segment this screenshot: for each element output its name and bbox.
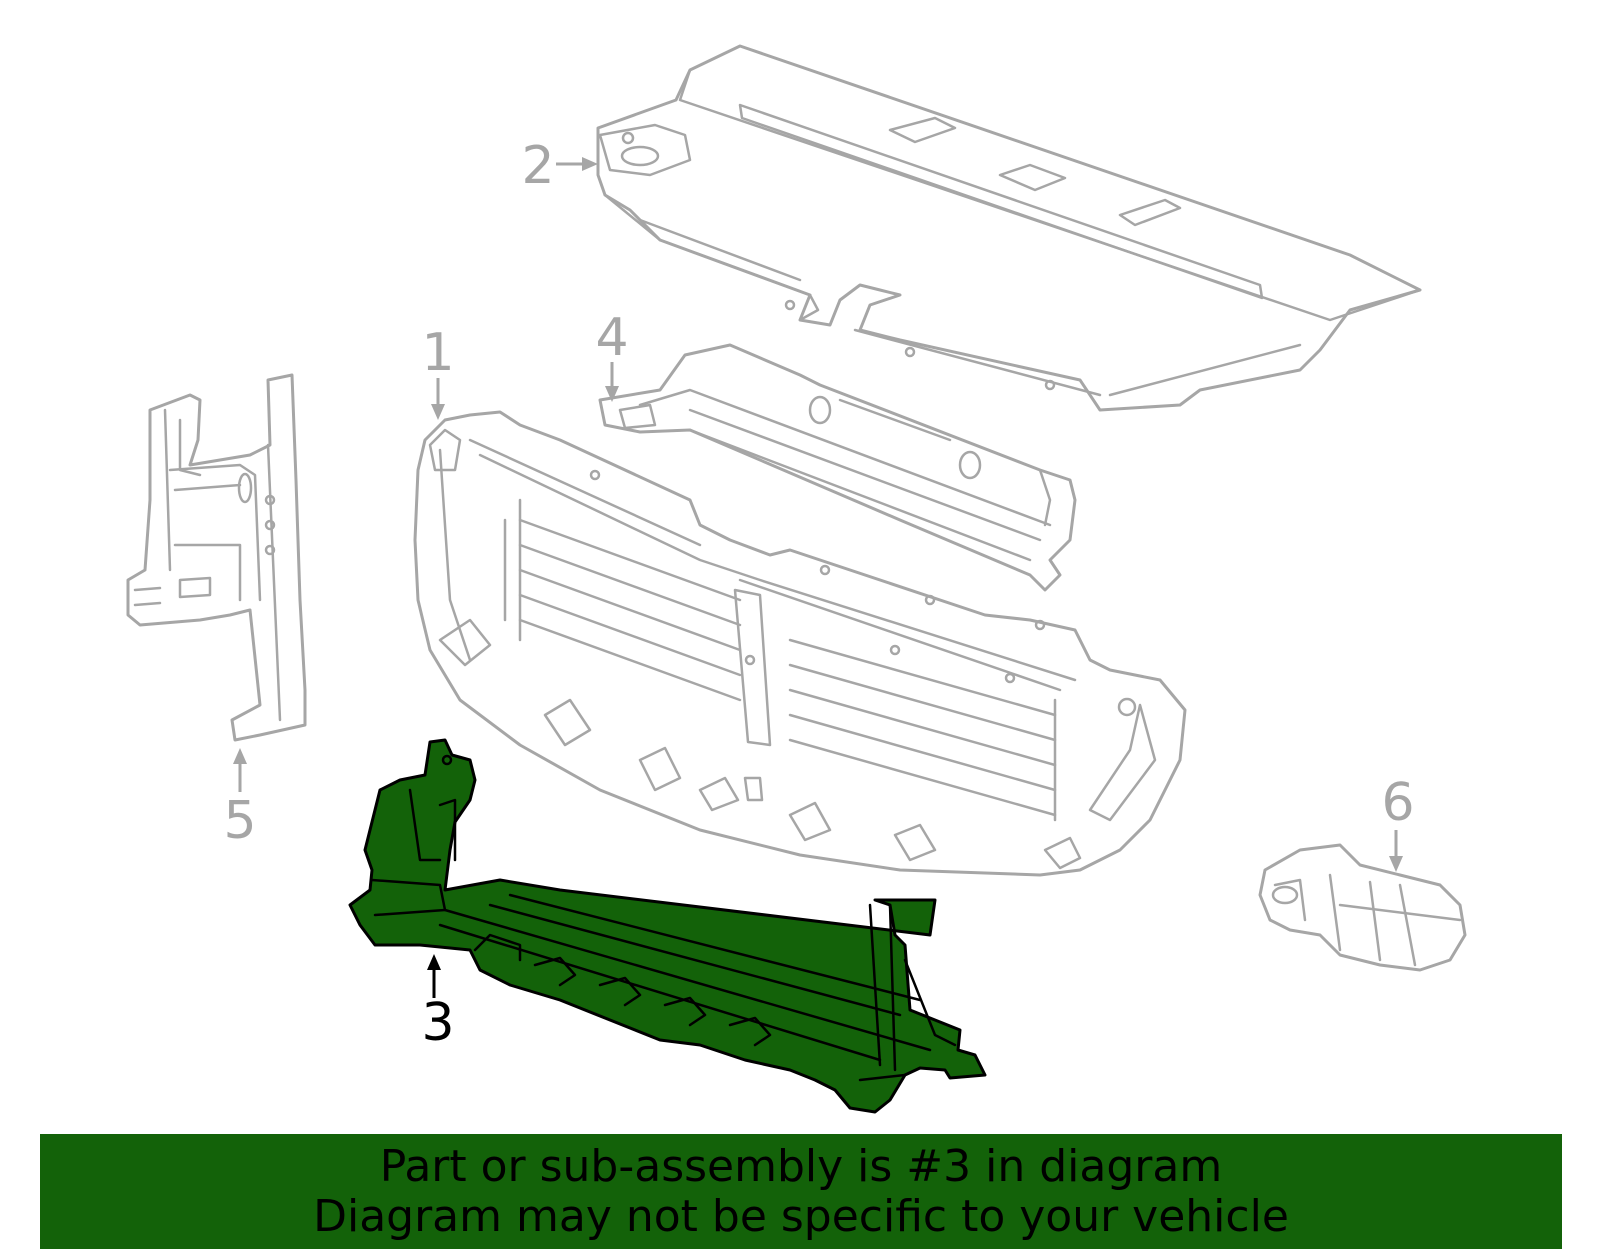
callout-5: 5 — [223, 748, 257, 851]
callout-2: 2 — [521, 136, 598, 196]
callout-1: 1 — [421, 323, 455, 420]
callout-3: 3 — [421, 954, 455, 1053]
callout-2-number: 2 — [521, 136, 554, 196]
part-2-upper-cover — [596, 44, 1422, 412]
part-5-side-deflector — [126, 373, 307, 742]
callout-6-number: 6 — [1381, 773, 1414, 833]
info-banner: Part or sub-assembly is #3 in diagram Di… — [40, 1134, 1562, 1249]
callout-4-number: 4 — [595, 308, 628, 368]
callout-6: 6 — [1381, 773, 1415, 872]
part-1-shutter-assembly — [413, 410, 1187, 877]
part-4-deflector — [598, 343, 1077, 592]
callout-1-number: 1 — [421, 323, 454, 383]
banner-line-1: Part or sub-assembly is #3 in diagram — [379, 1140, 1223, 1192]
part-6-actuator — [1258, 843, 1467, 972]
callout-3-number: 3 — [421, 993, 454, 1053]
banner-line-2: Diagram may not be specific to your vehi… — [313, 1190, 1289, 1242]
callout-5-number: 5 — [223, 791, 256, 851]
callout-4: 4 — [595, 308, 629, 402]
part-3-lower-deflector — [348, 738, 987, 1114]
